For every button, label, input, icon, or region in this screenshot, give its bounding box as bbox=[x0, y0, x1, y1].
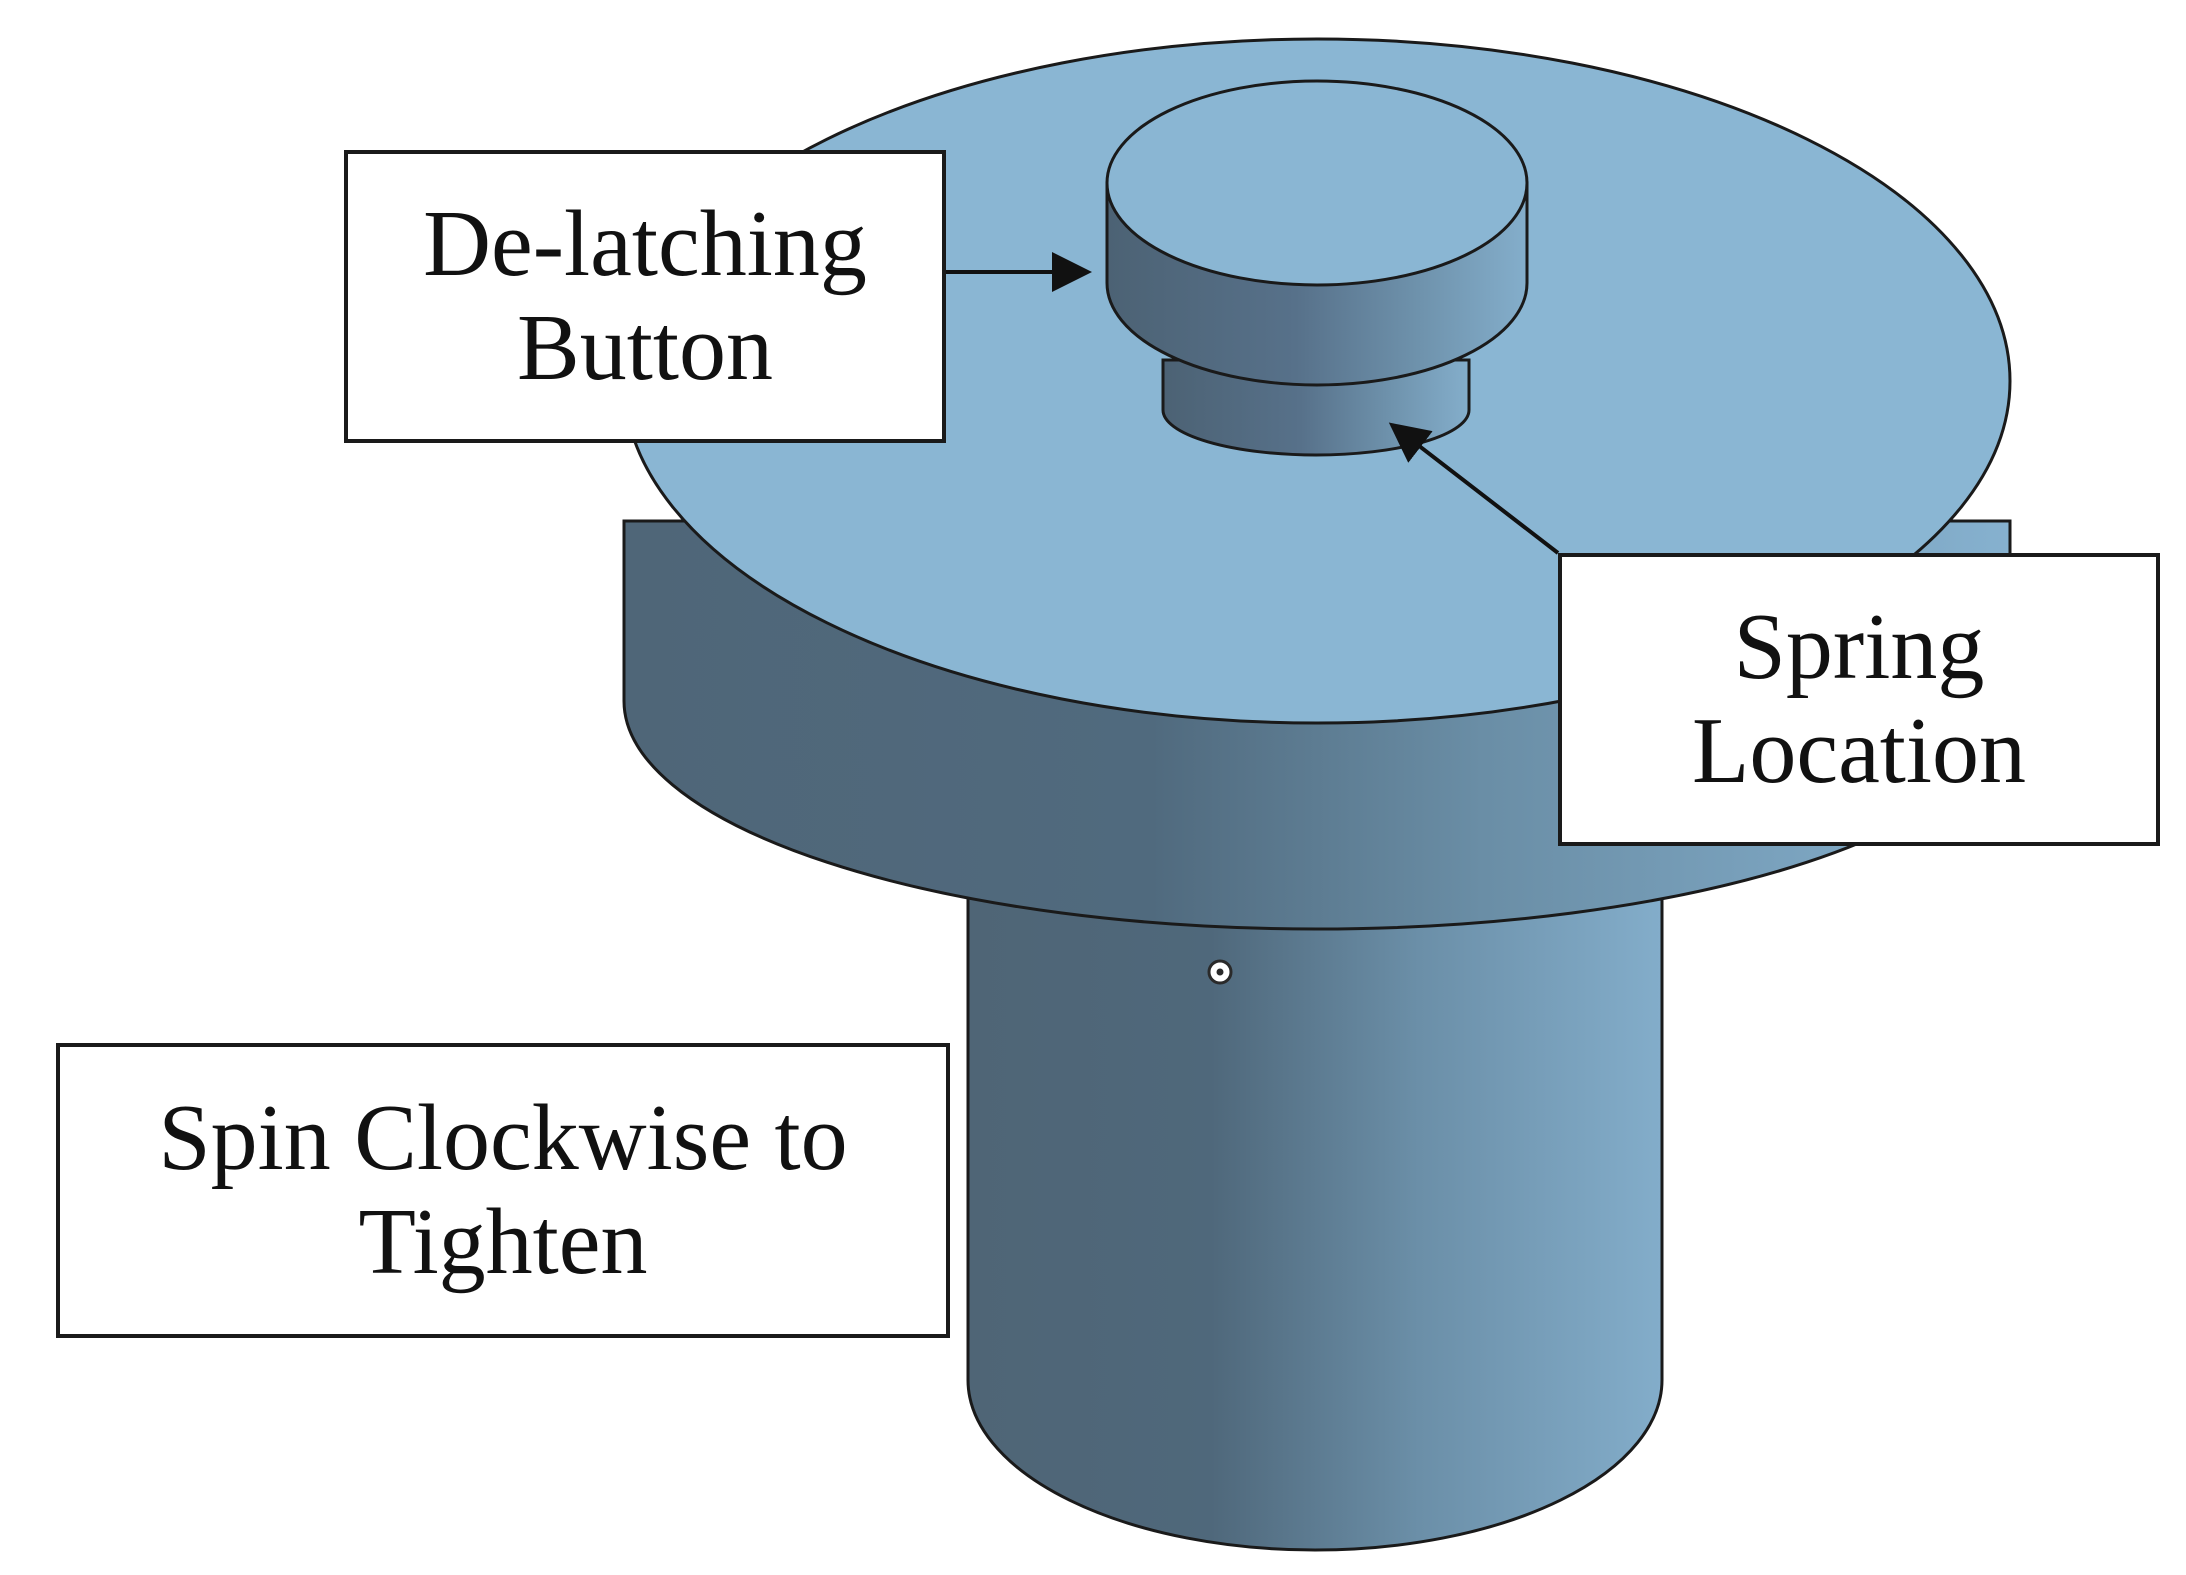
origin-marker-icon bbox=[1207, 959, 1233, 985]
arrow-to-spring bbox=[1388, 422, 1560, 555]
shaft bbox=[966, 878, 1664, 1552]
callout-spring-location-line1: Spring bbox=[1733, 595, 1985, 700]
callout-spin-instruction-line1: Spin Clockwise to bbox=[158, 1086, 848, 1191]
callout-delatching-button: De-latching Button bbox=[344, 150, 946, 443]
callout-spring-location: Spring Location bbox=[1558, 553, 2160, 846]
callout-delatching-button-line2: Button bbox=[517, 295, 773, 400]
callout-spin-instruction: Spin Clockwise to Tighten bbox=[56, 1043, 950, 1338]
callout-spin-instruction-line2: Tighten bbox=[358, 1189, 648, 1294]
callout-spring-location-line2: Location bbox=[1691, 698, 2027, 803]
button-cap-top bbox=[1105, 79, 1529, 287]
callout-delatching-button-line1: De-latching bbox=[423, 192, 867, 297]
